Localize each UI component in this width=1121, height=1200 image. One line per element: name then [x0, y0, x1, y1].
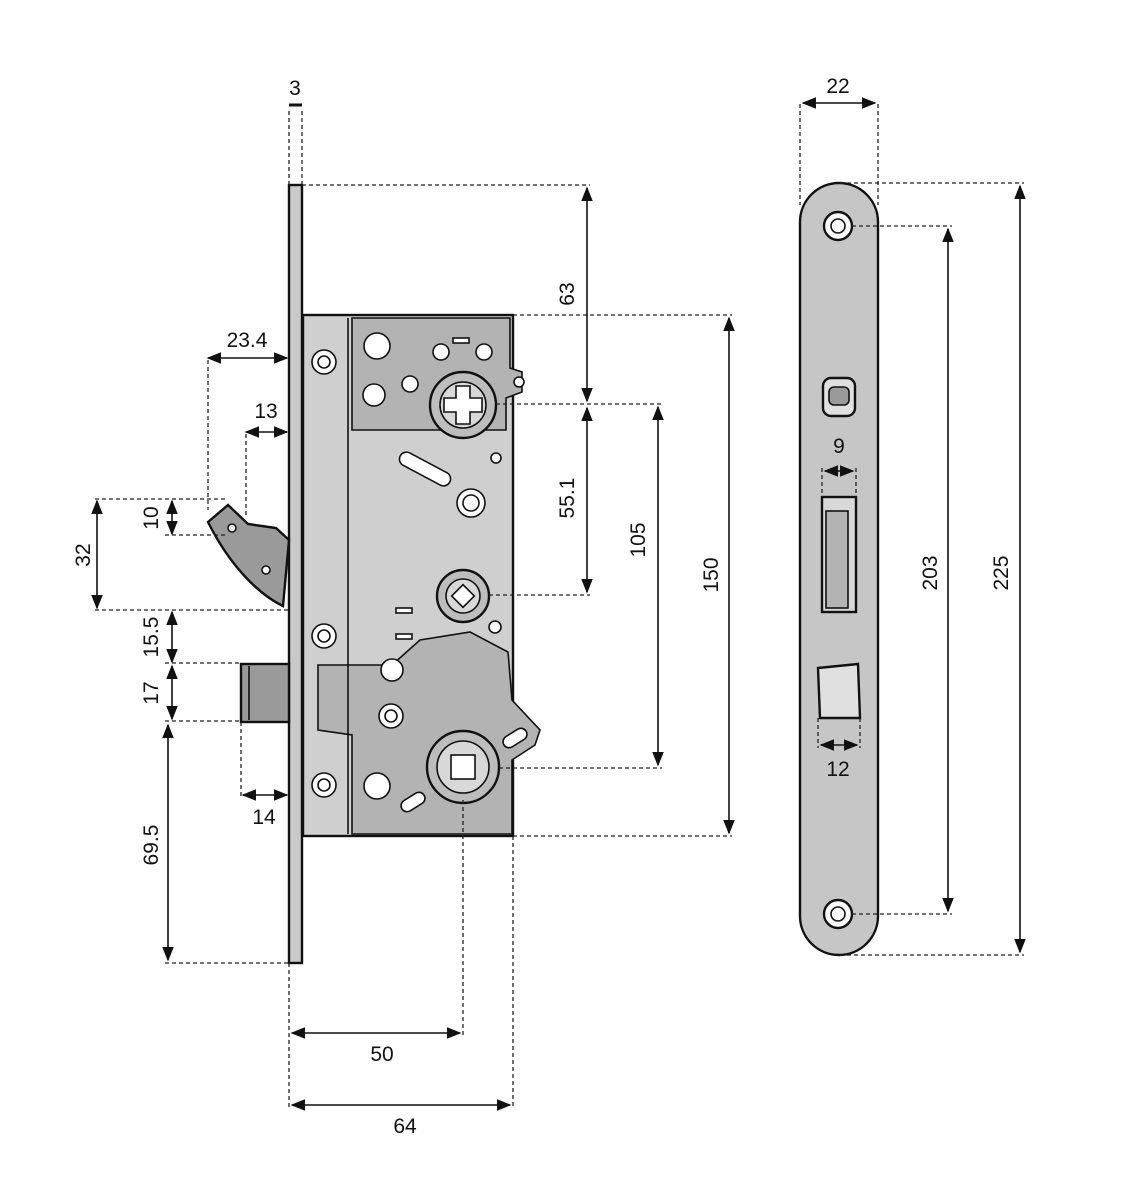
- case-screw-hole: [311, 623, 337, 649]
- dim-label-strike-width: 22: [826, 75, 849, 98]
- small-hole: [432, 343, 450, 361]
- square-follower-icon: [425, 729, 501, 805]
- dim-label-case-depth: 64: [393, 1115, 417, 1138]
- slot-mark: [395, 633, 413, 640]
- dim-label-cylinder-to-handle: 55.1: [556, 478, 579, 519]
- dim-label-hook-slot-width: 9: [833, 435, 845, 458]
- dim-label-case-height: 150: [700, 557, 723, 592]
- strike-plate: [798, 181, 880, 957]
- strike-screw-hole: [822, 210, 854, 242]
- dim-strike-screw-spacing: 203: [852, 225, 954, 915]
- dim-label-hook-reach: 23.4: [227, 329, 268, 352]
- dim-cylinder-to-lower-follower: 105: [499, 405, 664, 769]
- dim-top-to-case: 63: [302, 184, 593, 403]
- slot-mark: [452, 337, 470, 344]
- dim-label-top-to-case: 63: [556, 282, 579, 305]
- dim-label-bolt-slot-width: 12: [826, 758, 849, 781]
- dim-label-strike-height: 225: [990, 555, 1013, 590]
- dim-bolt-projection: 14: [240, 722, 289, 829]
- dim-hook-offset: 13: [244, 400, 289, 515]
- strike-screw-hole: [822, 898, 854, 930]
- case-screw-hole: [311, 349, 337, 375]
- dim-hook-reach: 23.4: [206, 329, 289, 510]
- lock-case: [301, 313, 541, 838]
- mount-hole: [380, 658, 404, 682]
- dim-backset: 50: [288, 800, 464, 1108]
- dim-label-faceplate-thickness: 3: [289, 77, 301, 100]
- dim-hook-height: 32: [72, 499, 288, 611]
- small-hole: [488, 620, 502, 634]
- dim-bolt-height: 17: [140, 664, 241, 722]
- dim-label-hook-tip: 10: [140, 506, 163, 529]
- dim-label-bolt-to-bottom: 69.5: [140, 825, 163, 866]
- diagonal-slot: [398, 451, 452, 487]
- square-follower-icon: [435, 568, 491, 624]
- mount-hole-inner: [462, 494, 480, 512]
- mount-hole-inner: [384, 709, 398, 723]
- slot-mark: [395, 607, 413, 614]
- bolt-slot: [816, 662, 862, 720]
- diagonal-slot: [502, 727, 528, 749]
- dim-label-hook-height: 32: [72, 543, 95, 566]
- dim-case-depth: 64: [290, 836, 514, 1138]
- small-hole: [490, 452, 502, 464]
- faceplate: [287, 183, 304, 965]
- dim-bolt-slot-width: 12: [817, 718, 861, 781]
- dim-case-height: 150: [513, 314, 735, 837]
- dim-label-bolt-height: 17: [140, 681, 163, 704]
- dim-label-bolt-projection: 14: [252, 806, 276, 829]
- dim-label-backset: 50: [370, 1043, 393, 1066]
- hook-slot-inner: [825, 510, 849, 609]
- cross-cylinder-icon: [428, 370, 498, 440]
- small-hole: [475, 343, 493, 361]
- dim-gap-hook-bolt: 15.5: [140, 610, 241, 664]
- case-screw-hole: [311, 772, 337, 798]
- small-hole: [401, 375, 419, 393]
- mount-hole: [363, 772, 391, 800]
- dim-faceplate-thickness: 3: [288, 77, 303, 185]
- dim-bolt-to-bottom: 69.5: [140, 723, 289, 964]
- mount-hole: [362, 383, 386, 407]
- dim-label-hook-offset: 13: [254, 400, 277, 423]
- dim-label-cylinder-to-lower-follower: 105: [627, 522, 650, 557]
- latch-bolt: [239, 662, 291, 724]
- tab-hole: [513, 376, 525, 388]
- dim-label-gap-hook-bolt: 15.5: [140, 617, 163, 658]
- dim-label-strike-screw-spacing: 203: [919, 555, 942, 590]
- small-slot-inner: [828, 386, 850, 406]
- diagonal-slot: [400, 791, 426, 813]
- dim-strike-height: 225: [840, 182, 1026, 956]
- dim-strike-width: 22: [799, 75, 879, 205]
- hook-bolt: [206, 503, 291, 608]
- dim-cylinder-to-handle: 55.1: [489, 403, 662, 596]
- dim-hook-slot-width: 9: [821, 435, 857, 497]
- dim-hook-tip: 10: [95, 498, 228, 536]
- mount-hole: [363, 332, 391, 360]
